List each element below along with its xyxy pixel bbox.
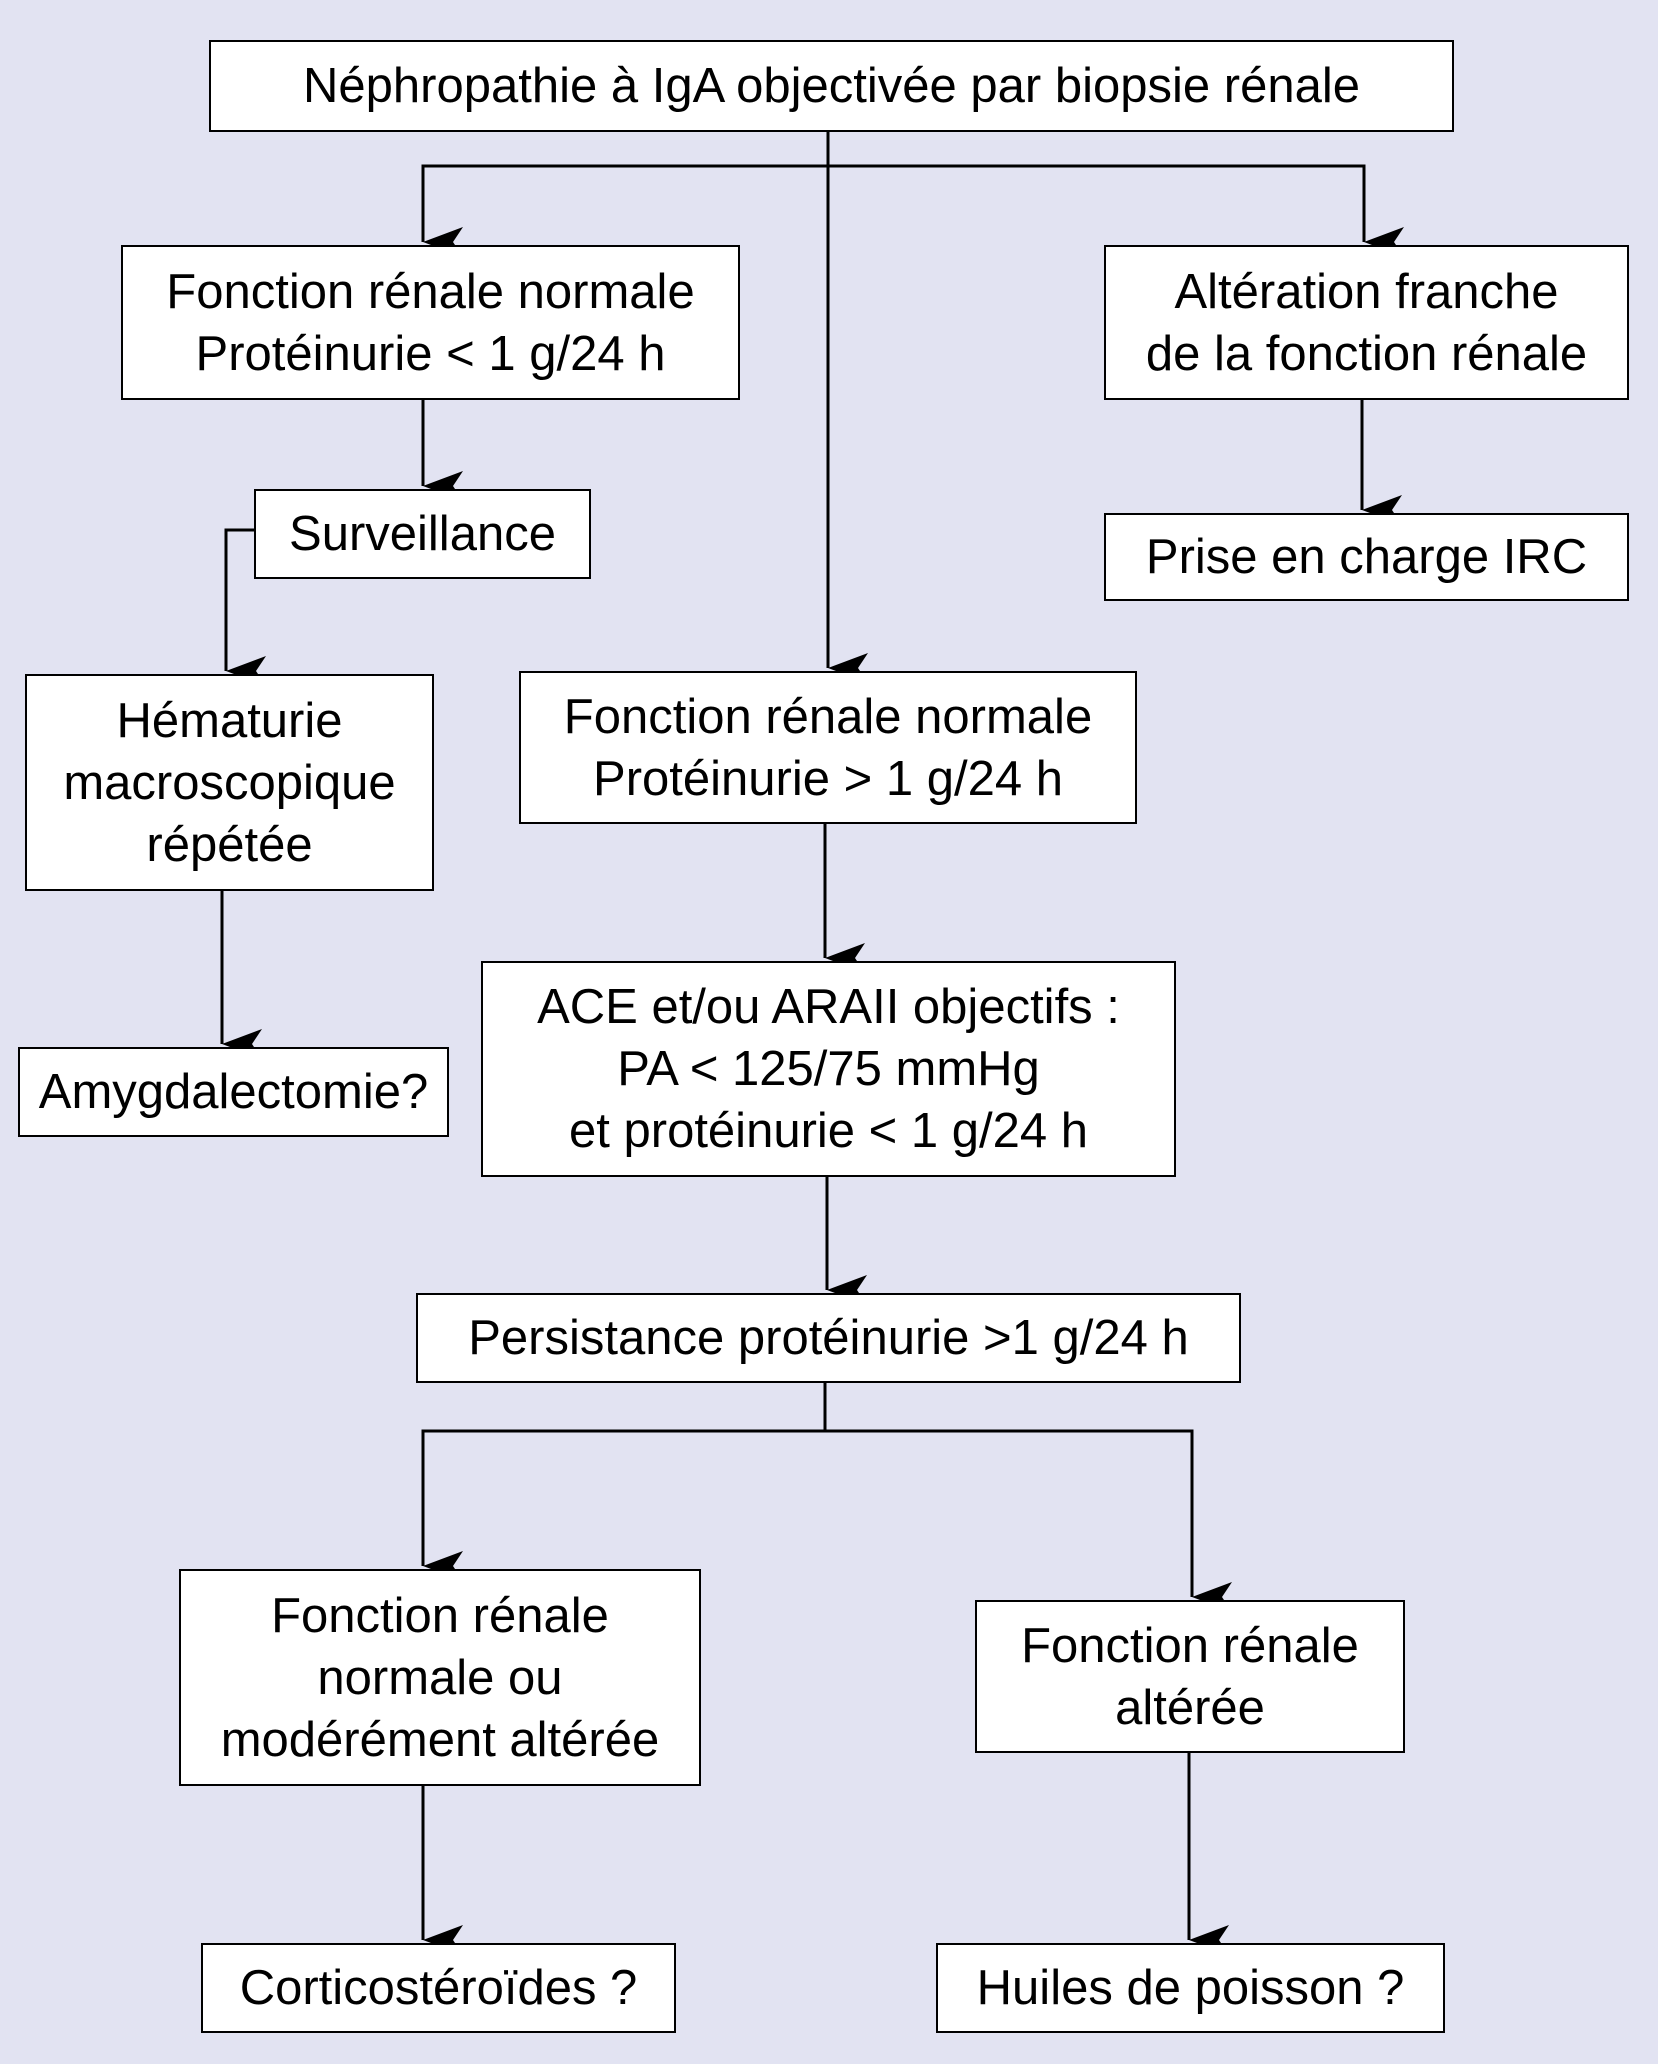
node-normal-low-line: Fonction rénale normale [166,264,695,319]
node-alteration: Altération franche de la fonction rénale [1104,245,1629,400]
node-normal-high-line: Protéinurie > 1 g/24 h [593,751,1063,806]
node-moderee-line: Fonction rénale [271,1588,609,1643]
node-alteree: Fonction rénale altérée [975,1600,1405,1753]
node-persistance: Persistance protéinurie >1 g/24 h [416,1293,1241,1383]
node-surveillance: Surveillance [254,489,591,579]
node-root: Néphropathie à IgA objectivée par biopsi… [209,40,1454,132]
node-ace-line: ACE et/ou ARAII objectifs : [537,980,1120,1034]
arrow-persistance-to-moderee [421,1383,827,1581]
arrow-persistance-to-alteree [825,1429,1232,1612]
node-hematurie-line: répétée [146,817,313,872]
node-moderee-line: modérément altérée [220,1712,660,1767]
node-hematurie-line: Hématurie [116,693,343,748]
node-huiles: Huiles de poisson ? [936,1943,1445,2033]
node-normal-high-line: Fonction rénale normale [563,689,1093,744]
arrow-root-to-normal-low [421,132,830,257]
node-amygdalectomie-line: Amygdalectomie? [38,1065,429,1119]
node-moderee-line: normale ou [317,1650,563,1705]
node-moderee: Fonction rénale normale ou modérément alté… [179,1569,701,1786]
node-normal-low-line: Protéinurie < 1 g/24 h [195,326,666,381]
node-root-line: Néphropathie à IgA objectivée par biopsi… [303,59,1360,113]
node-amygdalectomie: Amygdalectomie? [18,1047,449,1137]
node-ace: ACE et/ou ARAII objectifs : PA < 125/75 m… [481,961,1176,1177]
node-alteree-line: Fonction rénale [1021,1618,1359,1673]
node-persistance-line: Persistance protéinurie >1 g/24 h [468,1311,1189,1365]
node-surveillance-line: Surveillance [289,507,556,561]
node-alteration-line: de la fonction rénale [1145,326,1588,381]
node-ace-line: PA < 125/75 mmHg [617,1042,1040,1096]
node-alteration-line: Altération franche [1174,264,1559,319]
node-hematurie: Hématurie macroscopique répétée [25,674,434,891]
arrow-surveillance-to-hematurie [224,528,266,686]
node-irc: Prise en charge IRC [1104,513,1629,601]
arrow-root-to-alteration [828,164,1404,257]
node-cortico: Corticostéroïdes ? [201,1943,676,2033]
node-huiles-line: Huiles de poisson ? [976,1961,1405,2015]
node-ace-line: et protéinurie < 1 g/24 h [569,1104,1088,1158]
node-cortico-line: Corticostéroïdes ? [239,1961,638,2015]
node-hematurie-line: macroscopique [63,755,396,810]
node-alteree-line: altérée [1115,1680,1265,1735]
node-irc-line: Prise en charge IRC [1145,530,1588,584]
